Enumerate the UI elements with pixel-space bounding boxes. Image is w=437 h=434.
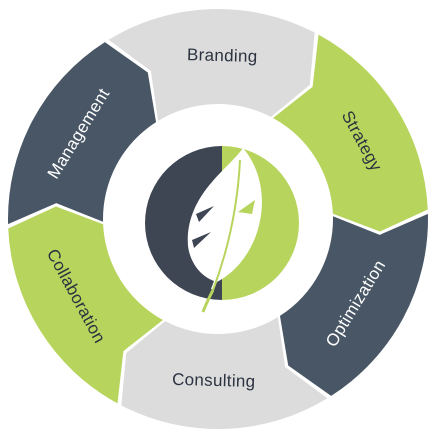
segment-consulting <box>121 317 328 430</box>
segment-management <box>7 42 157 225</box>
segment-branding <box>108 8 315 121</box>
segment-optimization <box>279 213 429 396</box>
cycle-ring <box>7 8 429 430</box>
segment-strategy <box>273 34 428 232</box>
feather-icon <box>187 148 262 313</box>
segment-collaboration <box>8 206 163 404</box>
label-branding: Branding <box>187 45 258 66</box>
center-logo <box>130 131 314 315</box>
label-consulting: Consulting <box>172 370 256 391</box>
